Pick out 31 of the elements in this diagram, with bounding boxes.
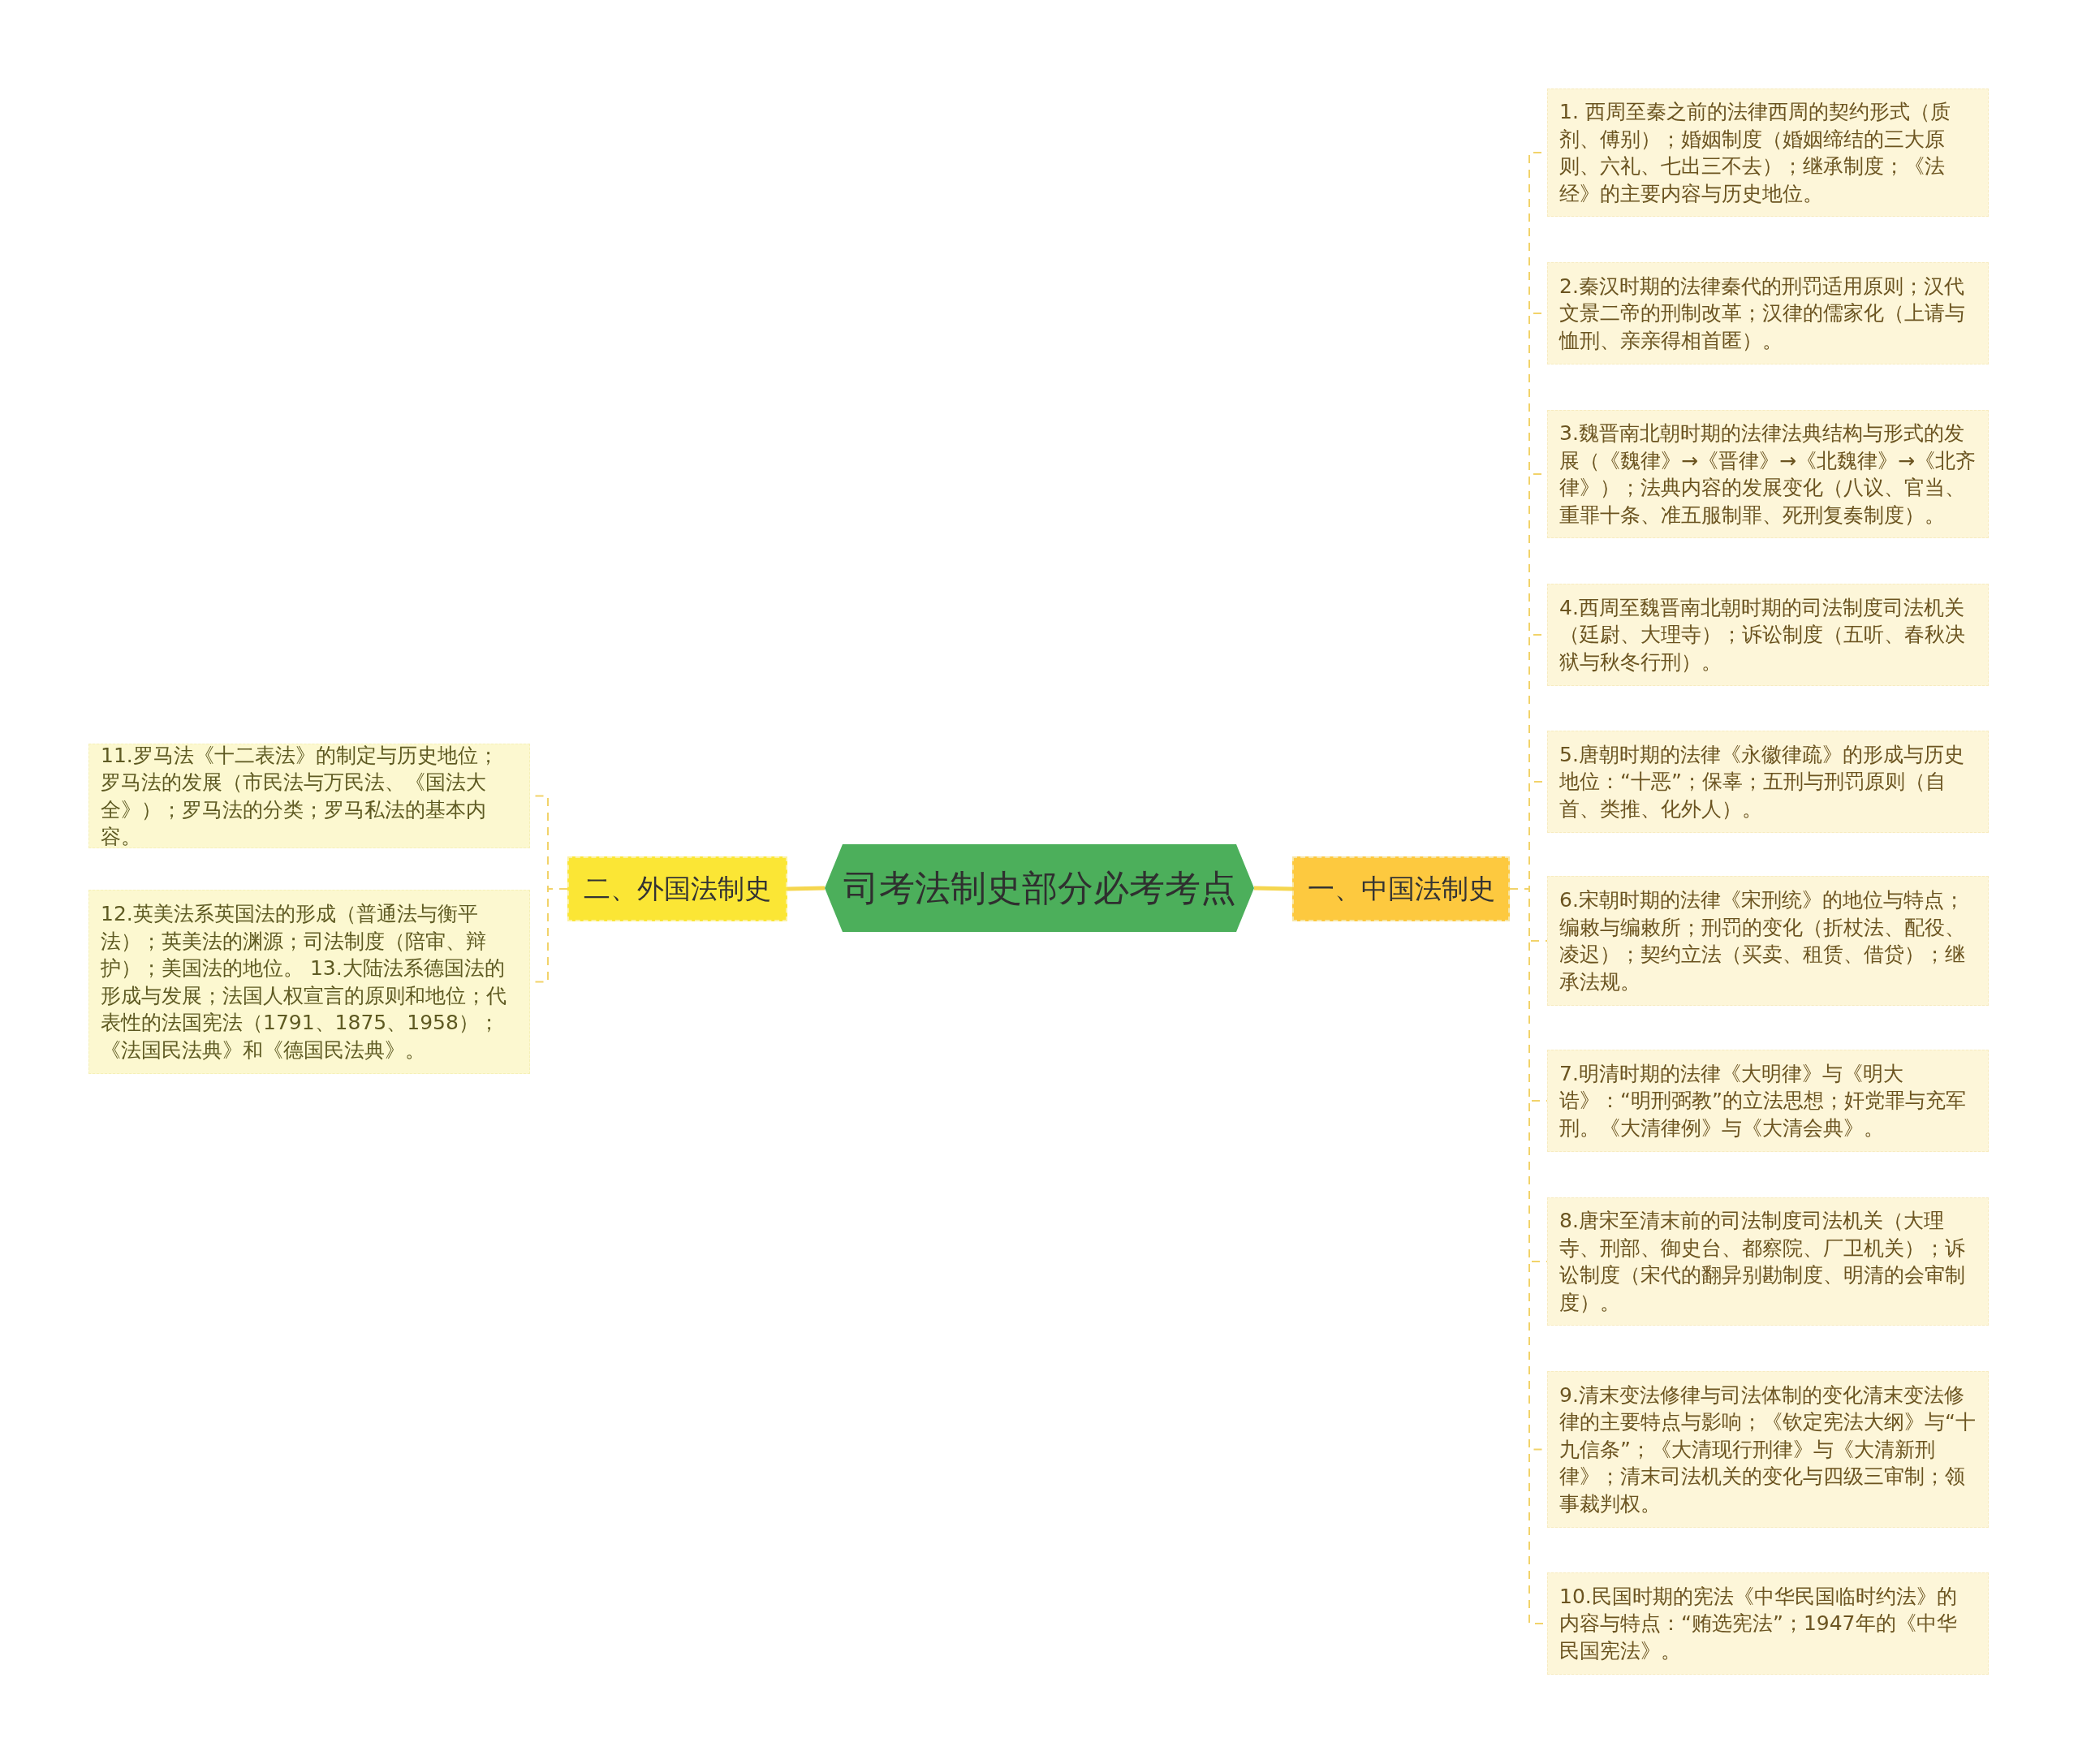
topic-box [1547,1197,1989,1326]
topic-box [1547,731,1989,833]
topic-box [1547,88,1989,217]
topic-box [1547,1572,1989,1675]
branch-title: 二、外国法制史 [584,871,771,906]
topic-text: 5.唐朝时期的法律《永徽律疏》的形成与历史地位：“十恶”；保辜；五刑与刑罚原则（自首、类推、化外人）。 [1559,741,1965,822]
topic-text: 6.宋朝时期的法律《宋刑统》的地位与特点；编敕与编敕所；刑罚的变化（折杖法、配役、凌迟）；契约立法（买卖、租赁、借贷）；继承法规。 [1559,887,1966,995]
branch-title: 一、中国法制史 [1307,871,1495,906]
connector-line [1253,886,1293,891]
topic-text: 9.清末变法修律与司法体制的变化清末变法修律的主要特点与影响；《钦定宪法大纲》与“十九信条”；《大清现行刑律》与《大清新刑律》；清末司法机关的变化与四级三审制；领事裁判权。 [1559,1382,1977,1517]
topic-text: 4.西周至魏晋南北朝时期的司法制度司法机关（廷尉、大理寺）；诉讼制度（五听、春秋决狱与秋冬行刑）。 [1559,594,1966,675]
topic-text: 1. 西周至秦之前的法律西周的契约形式（质剂、傅别）；婚姻制度（婚姻缔结的三大原则、六礼、七出三不去）；继承制度；《法经》的主要内容与历史地位。 [1559,99,1951,207]
connector-line [787,886,826,891]
topic-box [1547,584,1989,686]
topic-box [1547,410,1989,538]
topic-text: 2.秦汉时期的法律秦代的刑罚适用原则；汉代文景二帝的刑制改革；汉律的儒家化（上请与恤刑、亲亲得相首匿）。 [1559,273,1966,354]
topic-text: 12.英美法系英国法的形成（普通法与衡平法）；英美法的渊源；司法制度（陪审、辩护）；美国法的地位。 13.大陆法系德国法的形成与发展；法国人权宣言的原则和地位；代表性的法国宪法（1791、1875、1958）；《法国民法典》和《德国民法典》。 [101,901,507,1063]
topic-text: 10.民国时期的宪法《中华民国临时约法》的内容与特点：“贿选宪法”；1947年的《中华民国宪法》。 [1559,1583,1958,1664]
topic-box [1547,1371,1989,1528]
topic-box [1547,876,1989,1006]
topic-text: 7.明清时期的法律《大明律》与《明大诰》：“明刑弼教”的立法思想；奸党罪与充军刑。《大清律例》与《大清会典》。 [1559,1060,1967,1141]
topic-text: 11.罗马法《十二表法》的制定与历史地位；罗马法的发展（市民法与万民法、《国法大全》）；罗马法的分类；罗马私法的基本内容。 [101,742,499,850]
topic-box [1547,1050,1989,1152]
topic-hexagon [825,844,1254,932]
topic-text: 8.唐宋至清末前的司法制度司法机关（大理寺、刑部、御史台、都察院、厂卫机关）；诉讼制度（宋代的翻异别勘制度、明清的会审制度）。 [1559,1208,1966,1316]
topic-title: 司考法制史部分必考考点 [843,865,1236,910]
topic-text: 3.魏晋南北朝时期的法律法典结构与形式的发展（《魏律》→《晋律》→《北魏律》→《北齐律》）；法典内容的发展变化（八议、官当、重罪十条、准五服制罪、死刑复奏制度）。 [1559,421,1977,528]
branch-box [567,856,787,921]
topic-box [88,890,530,1074]
branch-box [1292,856,1510,921]
topic-box [1547,262,1989,364]
